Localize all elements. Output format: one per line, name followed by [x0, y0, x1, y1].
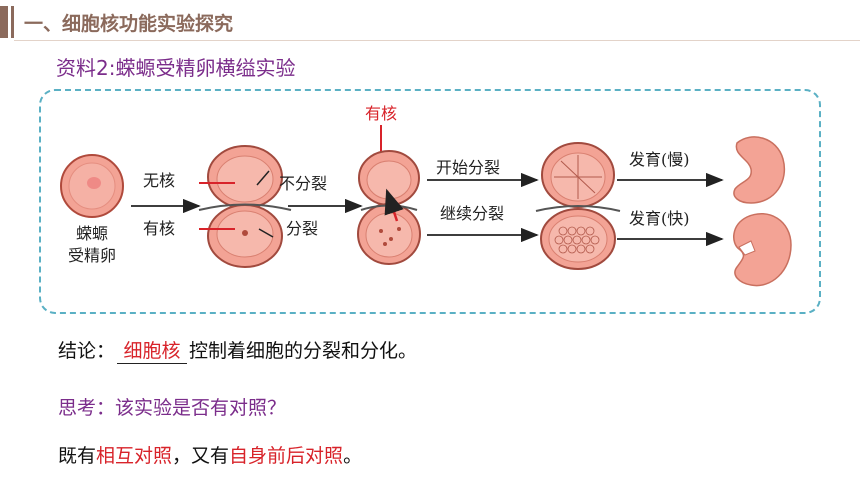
label-continue-division: 继续分裂: [440, 204, 504, 223]
stage1-constricted-egg: [198, 145, 292, 268]
embryo-slow: [733, 136, 786, 204]
leader-no-division: [256, 170, 270, 186]
conclusion: 结论：细胞核控制着细胞的分裂和分化。: [58, 336, 417, 364]
answer-part2: ，又有: [172, 445, 230, 467]
answer-mutual-control: 相互对照: [96, 445, 173, 467]
question: 思考：该实验是否有对照？: [58, 397, 287, 419]
label-nucleus-top: 有核: [365, 104, 397, 123]
answer-self-control: 自身前后对照: [229, 445, 344, 467]
label-division: 分裂: [286, 219, 318, 238]
conclusion-blank-answer: 细胞核: [117, 336, 188, 364]
stage3-divided-cells: [535, 142, 621, 270]
header-divider: [14, 40, 860, 41]
section-title: 一、细胞核功能实验探究: [24, 13, 234, 35]
label-no-nucleus: 无核: [143, 171, 175, 190]
answer: 既有相互对照，又有自身前后对照。: [58, 441, 362, 468]
leader-division: [258, 228, 274, 238]
answer-part1: 既有: [58, 445, 97, 467]
label-dev-slow: 发育(慢): [629, 150, 690, 169]
experiment-diagram: 蝾螈 受精卵 无核 有核 不分裂 分裂 有核 开始分裂 继续分裂: [60, 104, 792, 287]
label-dev-fast: 发育(快): [629, 209, 690, 228]
header-accent-bar-thin: [11, 6, 14, 38]
fertilized-egg: [60, 154, 124, 218]
egg-label-line2: 受精卵: [68, 246, 116, 265]
egg-label-line1: 蝾螈: [76, 224, 108, 243]
stage2-constricted-egg: [357, 150, 421, 265]
header-accent-bar: [0, 6, 8, 38]
diagram-frame: [39, 89, 821, 314]
conclusion-prefix: 结论：: [58, 340, 116, 362]
embryo-fast: [733, 212, 792, 287]
source-title: 资料2:蝾螈受精卵横缢实验: [56, 56, 296, 80]
label-with-nucleus: 有核: [143, 219, 175, 238]
label-no-division: 不分裂: [279, 174, 327, 193]
answer-part3: 。: [343, 445, 363, 467]
label-start-division: 开始分裂: [436, 158, 500, 177]
conclusion-rest: 控制着细胞的分裂和分化。: [189, 340, 418, 362]
